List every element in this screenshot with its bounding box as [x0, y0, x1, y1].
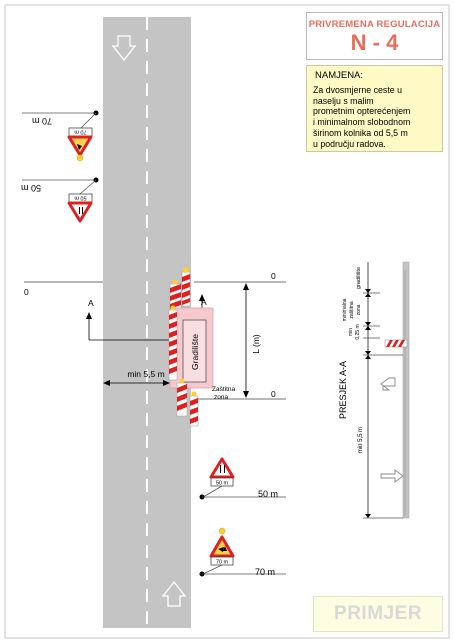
barrier-bottom [176, 378, 199, 427]
section-min-gap-2: 0,25 m [355, 324, 361, 339]
section-arrow-left-icon [380, 377, 396, 391]
example-box: PRIMJER [313, 596, 443, 632]
title-box: PRIVREMENA REGULACIJA N - 4 [306, 12, 443, 60]
page-frame [4, 4, 450, 639]
section-protection-3: zona [356, 304, 362, 315]
purpose-text: Za dvosmjerne ceste u naselju s malim pr… [313, 85, 411, 149]
section-arrow-right-icon [380, 469, 404, 483]
lower-70m-plate-text: 70 m [216, 560, 229, 566]
title-category: PRIVREMENA REGULACIJA [308, 19, 441, 30]
lower-50m-label: 50 m [258, 489, 278, 499]
arrow-down-icon [111, 35, 137, 62]
min-width-label: min 5,5 m [127, 369, 164, 379]
section-min-road-label: min 5,5 m [358, 427, 364, 453]
upper-70m-plate-text: 70 m [74, 129, 87, 135]
upper-70m-label: 70 m [32, 116, 52, 126]
section-arrow-left-icon [86, 312, 92, 319]
section-protection-2: zaštitna [349, 301, 355, 318]
length-label: L (m) [251, 334, 261, 354]
upper-50m-plate-text: 50 m [74, 195, 87, 201]
section-mark-left: A [88, 298, 94, 308]
example-label: PRIMJER [334, 603, 422, 624]
lower-50m-reference: 50 m 50 m [199, 457, 286, 500]
section-title: PRESJEK A-A [338, 361, 348, 419]
section-min-gap-1: min [348, 328, 354, 336]
barrier-left [168, 305, 178, 381]
lower-70m-reference: 70 m 70 m [199, 527, 286, 577]
arrow-up-icon [161, 580, 187, 607]
worksite-label: Gradilište [190, 334, 200, 370]
lower-70m-label: 70 m [255, 567, 275, 577]
purpose-box: NAMJENA: Za dvosmjerne ceste u naselju s… [306, 65, 443, 152]
section-worksite-label: gradilište [356, 267, 362, 289]
section-protection-1: minimalna [342, 298, 348, 321]
lower-50m-plate-text: 50 m [216, 481, 229, 487]
upper-70m-reference: 70 m 70 m [22, 110, 99, 162]
upper-50m-reference: 50 m 50 m [21, 177, 99, 223]
section-mark-right: A [201, 297, 207, 307]
section-arrow-right-icon [199, 294, 205, 301]
zero-label-right-top: 0 [271, 271, 276, 281]
section-road [402, 261, 410, 519]
title-code: N - 4 [350, 30, 399, 55]
protection-zone-label-2: zona [214, 394, 228, 401]
protection-zone-label-1: Zaštitna [212, 386, 236, 393]
cross-section: gradilište minimalna zaštitna zona min 0… [338, 261, 410, 519]
zero-label-left: 0 [24, 287, 29, 297]
upper-50m-label: 50 m [21, 183, 41, 193]
barrier-top [169, 267, 191, 309]
purpose-heading: NAMJENA: [315, 70, 364, 81]
worksite-area [182, 319, 207, 383]
zero-label-right-bottom: 0 [271, 389, 276, 399]
